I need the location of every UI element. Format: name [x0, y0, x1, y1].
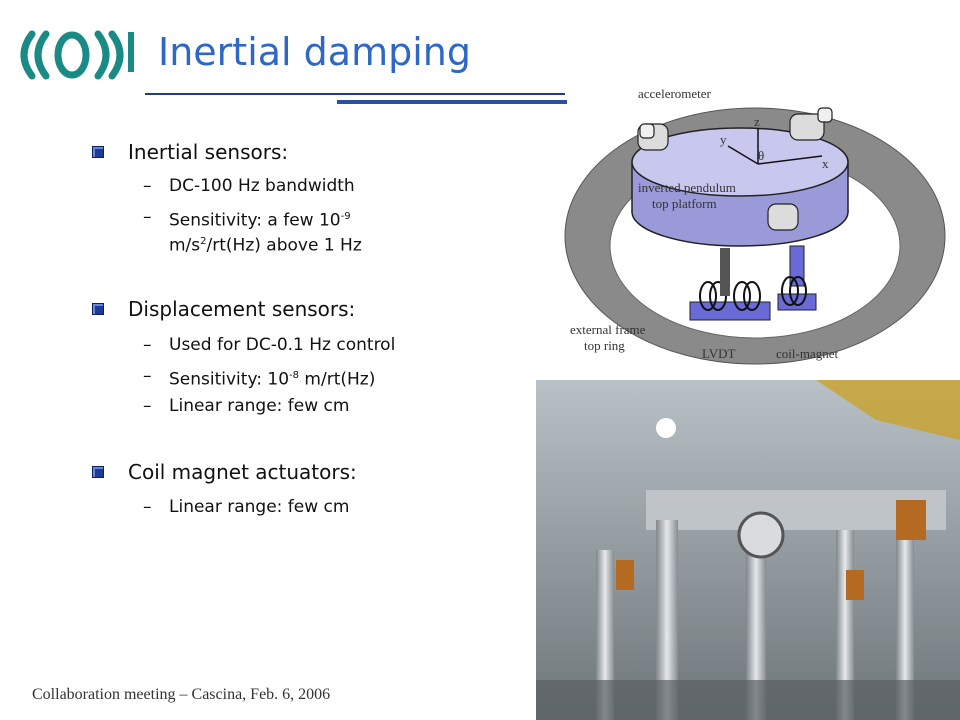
- apparatus-photo: [536, 380, 960, 720]
- dash: –: [143, 335, 152, 355]
- sub-bullet-text: Sensitivity: 10-8 m/rt(Hz): [169, 369, 376, 390]
- dash: –: [143, 207, 152, 227]
- label-accelerometer: accelerometer: [638, 86, 712, 101]
- label-axis-x: x: [822, 156, 829, 171]
- bullet-displacement-sensors: Displacement sensors:: [92, 297, 355, 321]
- bullet-heading: Coil magnet actuators:: [128, 460, 357, 484]
- label-lvdt: LVDT: [702, 346, 736, 361]
- label-frame-1: external frame: [570, 322, 646, 337]
- sub-bullet-text: Linear range: few cm: [169, 396, 350, 416]
- title-underline-accent: [337, 100, 567, 104]
- dash: –: [143, 176, 152, 196]
- bullet-icon: [92, 466, 104, 478]
- logo-icon: [20, 30, 134, 80]
- page-title: Inertial damping: [158, 30, 471, 74]
- sub-bullet-text: Sensitivity: a few 10-9: [169, 210, 351, 231]
- label-axis-theta: θ: [758, 148, 764, 163]
- sub-bullet-text: DC-100 Hz bandwidth: [169, 176, 355, 196]
- label-coil-magnet: coil-magnet: [776, 346, 838, 361]
- bullet-inertial-sensors: Inertial sensors:: [92, 140, 288, 164]
- inverted-pendulum-diagram: accelerometer inverted pendulum top plat…: [564, 86, 946, 365]
- footer-text: Collaboration meeting – Cascina, Feb. 6,…: [32, 686, 331, 703]
- sub-bullet-text: Linear range: few cm: [169, 497, 350, 517]
- bullet-icon: [92, 146, 104, 158]
- top-platform: [631, 127, 849, 197]
- label-platform-1: inverted pendulum: [638, 180, 736, 195]
- bullet-icon: [92, 303, 104, 315]
- bullet-heading: Inertial sensors:: [128, 140, 289, 164]
- dash: –: [143, 396, 152, 416]
- label-platform-2: top platform: [652, 196, 717, 211]
- dash: –: [143, 366, 152, 386]
- bullet-coil-magnet-actuators: Coil magnet actuators:: [92, 460, 357, 484]
- sub-bullet-text: Used for DC-0.1 Hz control: [169, 335, 396, 355]
- label-axis-y: y: [720, 132, 727, 147]
- bullet-heading: Displacement sensors:: [128, 297, 356, 321]
- label-axis-z: z: [754, 114, 760, 129]
- label-frame-2: top ring: [584, 338, 625, 353]
- sub-bullet-text: m/s2/rt(Hz) above 1 Hz: [169, 235, 362, 256]
- dash: –: [143, 497, 152, 517]
- title-underline: [145, 93, 565, 95]
